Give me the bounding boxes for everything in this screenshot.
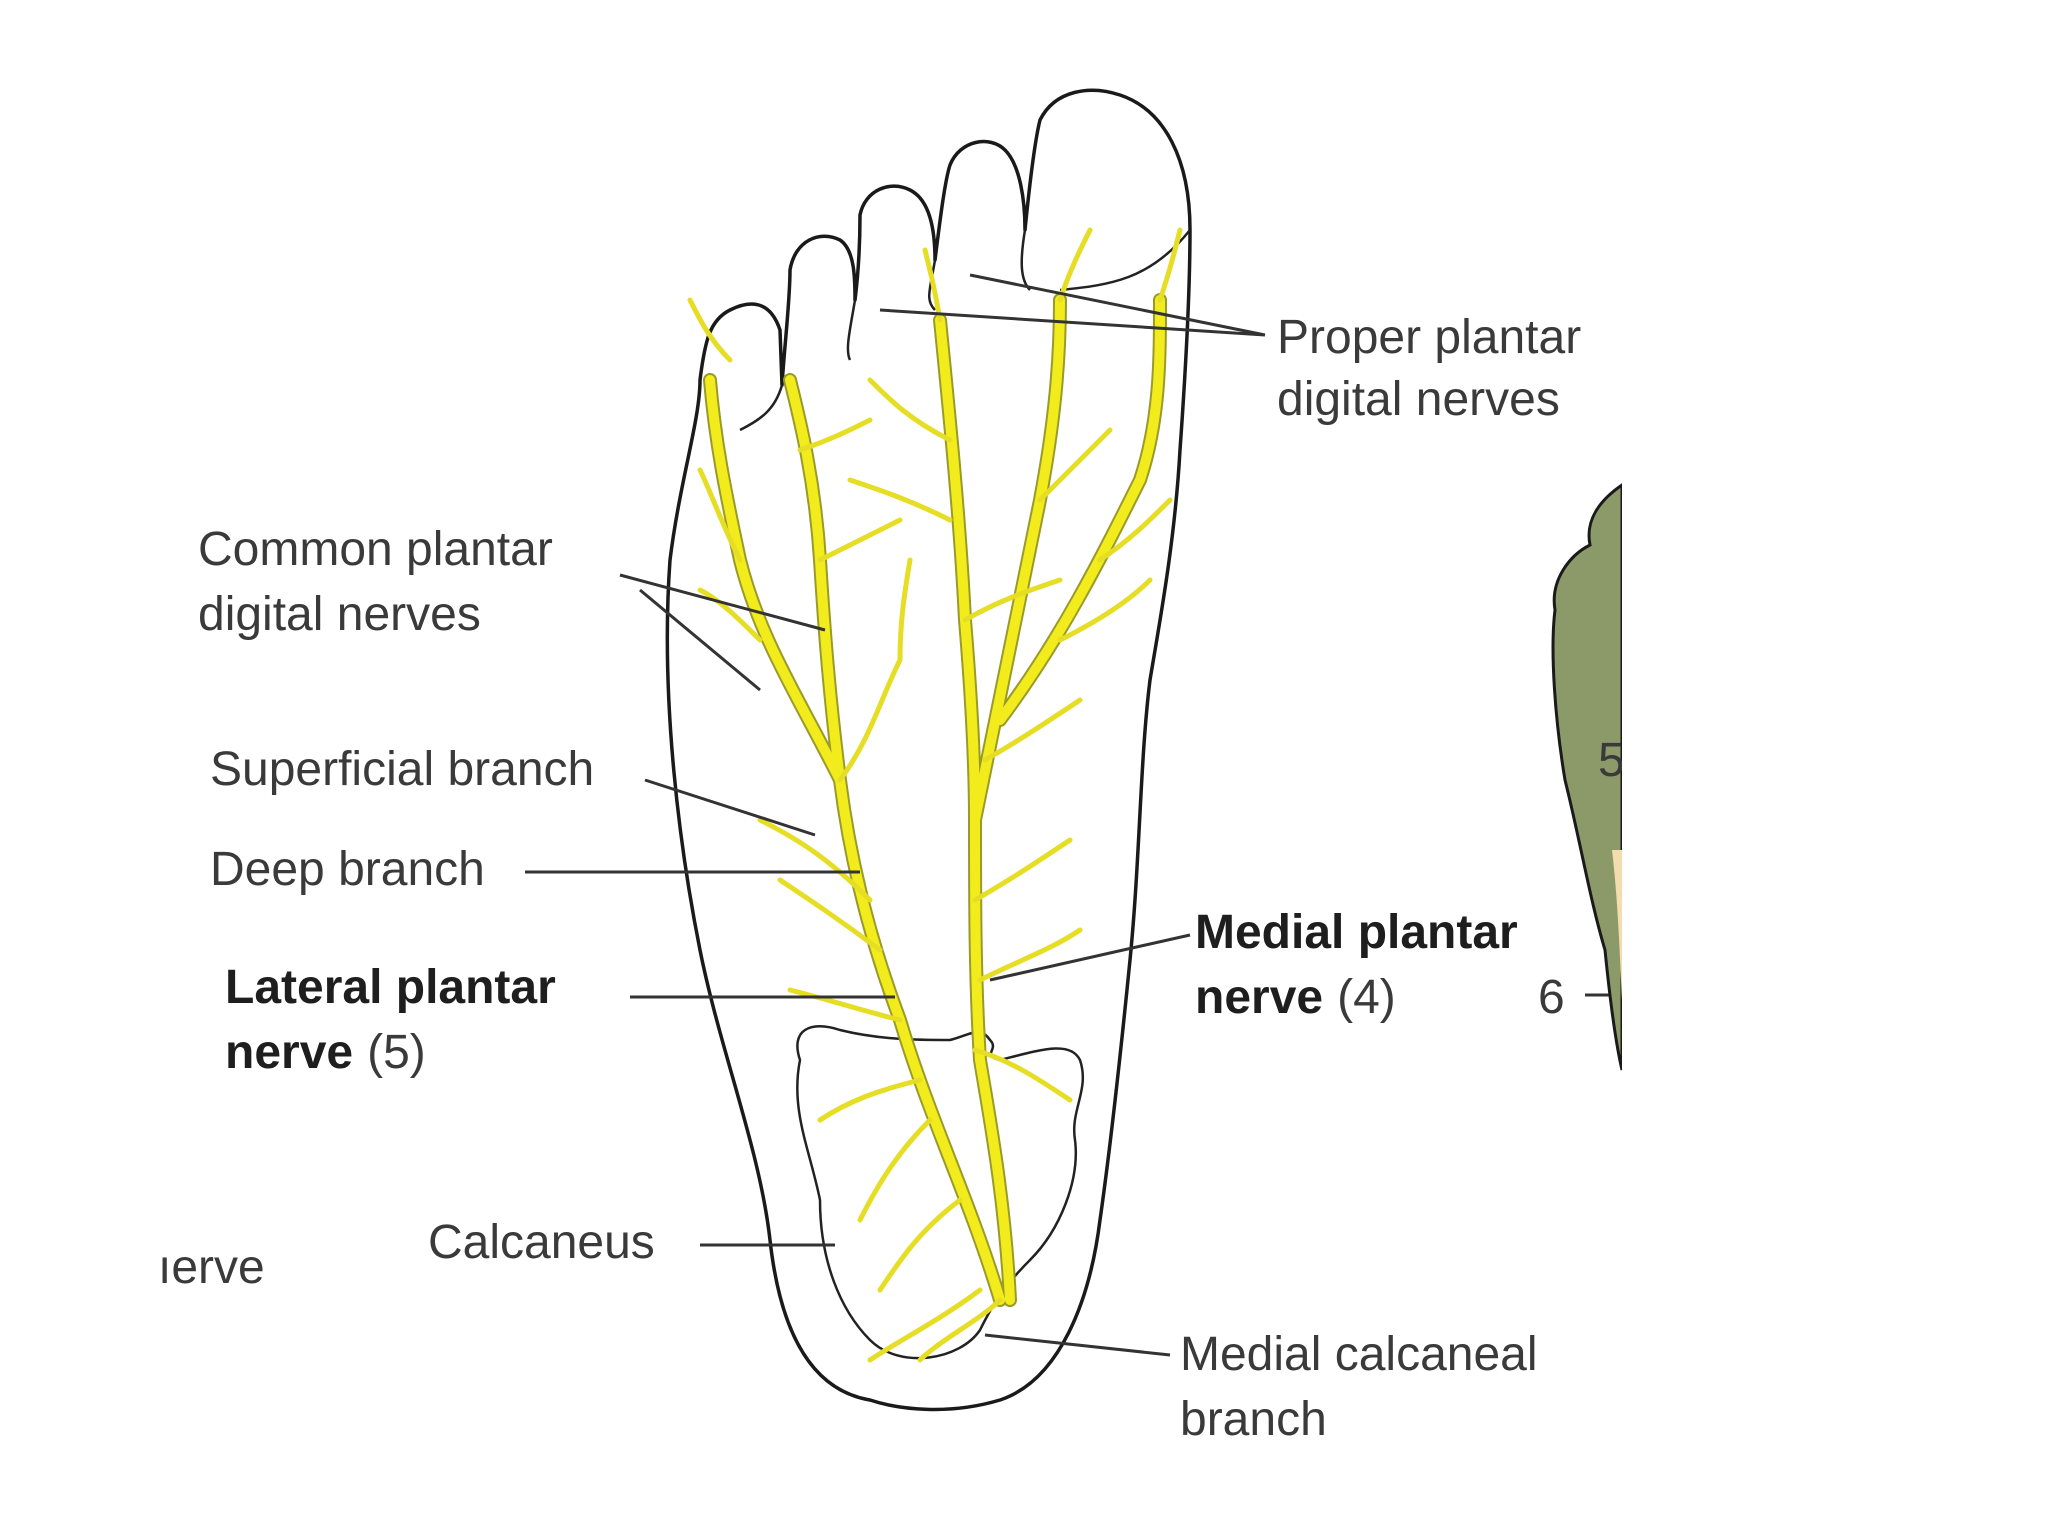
label-medial-calcaneal-line1: Medial calcaneal xyxy=(1180,1328,1538,1381)
foot-sole-outline xyxy=(665,88,1192,1412)
label-common-plantar-line1: Common plantar xyxy=(198,523,553,576)
side-figure-shape xyxy=(1551,482,1624,1071)
label-lateral-number: (5) xyxy=(367,1026,426,1079)
label-medial-plantar-line1: Medial plantar xyxy=(1195,906,1518,959)
label-lateral-nerve-word: nerve xyxy=(225,1026,353,1079)
right-blank-margin xyxy=(1622,0,2048,1536)
label-deep-branch: Deep branch xyxy=(210,843,485,896)
leader-lines xyxy=(525,273,1620,1357)
label-medial-number: (4) xyxy=(1337,971,1396,1024)
plantar-nerve-tree xyxy=(687,227,1183,1363)
label-side-6: 6 xyxy=(1538,971,1565,1024)
label-lateral-plantar-line1: Lateral plantar xyxy=(225,961,556,1014)
label-medial-calcaneal-line2: branch xyxy=(1180,1393,1327,1446)
label-calcaneus: Calcaneus xyxy=(428,1216,655,1269)
label-medial-plantar-line2: nerve (4) xyxy=(1195,971,1396,1024)
label-superficial-branch: Superficial branch xyxy=(210,743,594,796)
label-proper-plantar-line2: digital nerves xyxy=(1277,373,1560,426)
leader-superficial xyxy=(644,778,816,837)
toe-crease-lines xyxy=(739,229,1191,432)
leader-medial-calcaneal xyxy=(984,1333,1171,1357)
label-cut-nerve-left: ıerve xyxy=(158,1241,265,1294)
label-lateral-plantar-line2: nerve (5) xyxy=(225,1026,426,1079)
side-figure-skin xyxy=(1612,850,1622,1000)
leader-proper-plantar xyxy=(879,273,1266,337)
label-medial-nerve-word: nerve xyxy=(1195,971,1323,1024)
leader-common-plantar xyxy=(619,573,826,692)
label-proper-plantar-line1: Proper plantar xyxy=(1277,311,1581,364)
side-figure-partial: 5 6 xyxy=(1538,482,1625,1071)
label-side-5: 5 xyxy=(1598,734,1625,787)
label-common-plantar-line2: digital nerves xyxy=(198,588,481,641)
nerve-fine-branches xyxy=(687,227,1183,1363)
leader-medial xyxy=(989,933,1191,982)
nerve-main-trunks xyxy=(705,295,1165,1305)
calcaneus-bone-outline xyxy=(796,1025,1085,1360)
